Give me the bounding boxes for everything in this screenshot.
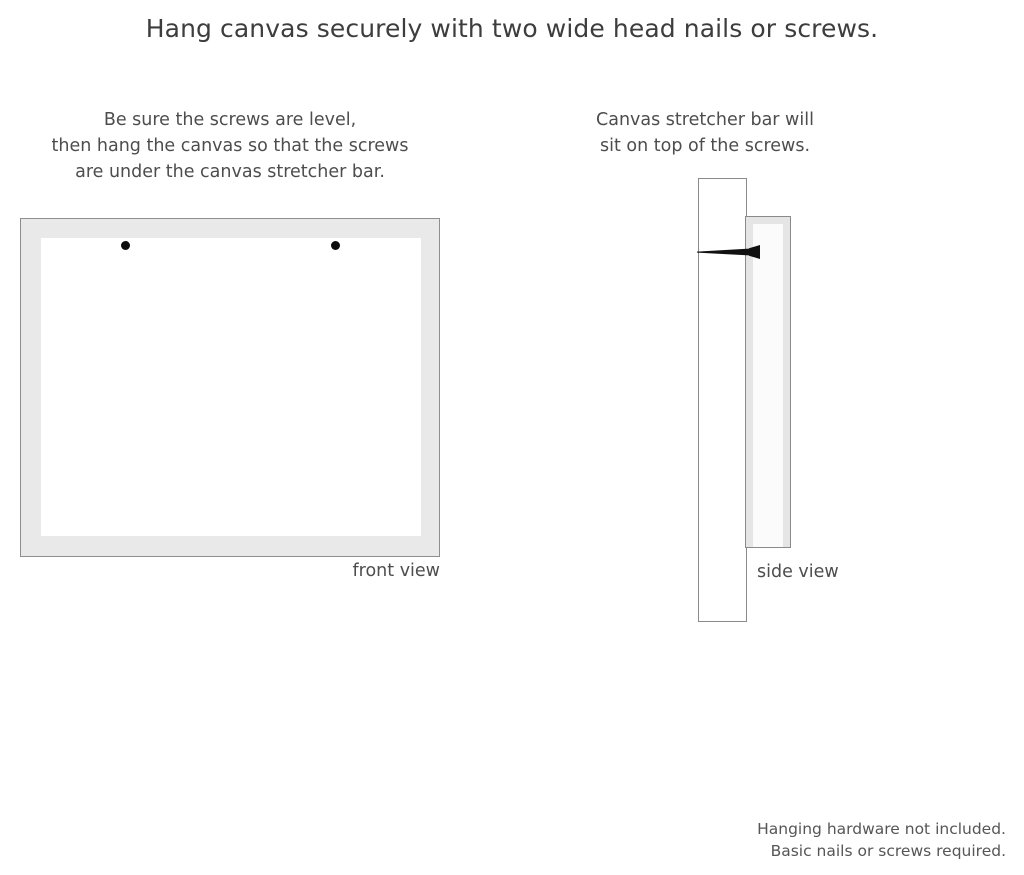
front-view-label: front view xyxy=(352,561,441,581)
front-view-diagram xyxy=(20,218,440,557)
front-view-caption-line-1: Be sure the screws are level, xyxy=(103,110,357,130)
front-view-right-screw-dot xyxy=(331,241,340,250)
wide-head-screw-icon xyxy=(697,243,772,261)
footer-note-line-2: Basic nails or screws required. xyxy=(770,842,1006,860)
side-view-label: side view xyxy=(757,562,839,582)
front-view-left-screw-dot xyxy=(121,241,130,250)
front-view-caption-line-2: then hang the canvas so that the screws xyxy=(51,136,409,156)
canvas-stretcher-bar-inner xyxy=(753,224,783,547)
side-view-caption-line-2: sit on top of the screws. xyxy=(599,136,811,156)
canvas-stretcher-bar-rectangle xyxy=(745,216,791,548)
footer-note-line-1: Hanging hardware not included. xyxy=(757,820,1006,838)
front-view-caption-line-3: are under the canvas stretcher bar. xyxy=(75,162,385,182)
side-view-caption-line-1: Canvas stretcher bar will xyxy=(596,110,814,130)
footer-note: Hanging hardware not included. Basic nai… xyxy=(757,818,1006,862)
side-view-caption: Canvas stretcher bar will sit on top of … xyxy=(585,107,825,159)
page-title: Hang canvas securely with two wide head … xyxy=(145,14,879,43)
side-view-diagram xyxy=(690,170,820,640)
canvas-face xyxy=(41,238,421,536)
front-view-caption: Be sure the screws are level, then hang … xyxy=(20,107,440,185)
